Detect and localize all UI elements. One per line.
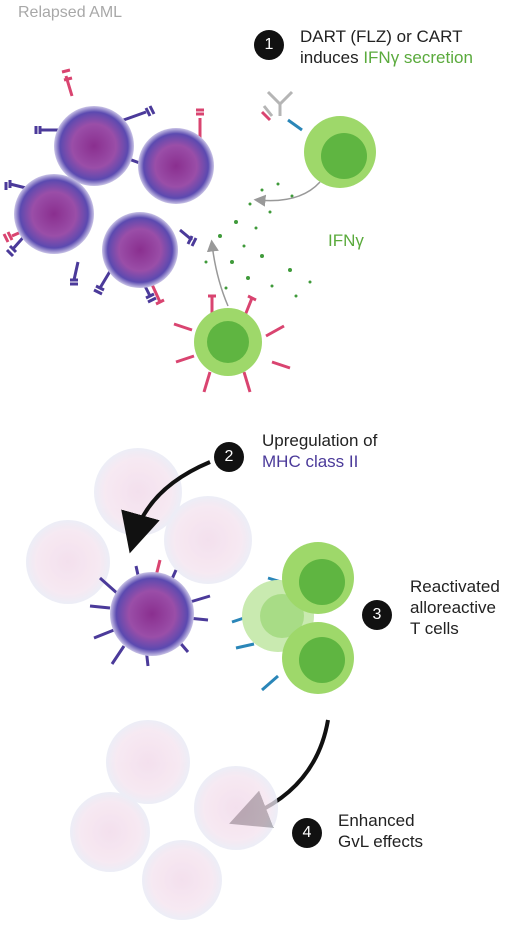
cart-t-cell-bottom xyxy=(173,294,291,393)
step1-badge: 1 xyxy=(254,30,284,60)
step3-badge: 3 xyxy=(362,600,392,630)
step2-badge: 2 xyxy=(214,442,244,472)
step3-line1: Reactivated xyxy=(410,577,500,596)
cart-t-cell-top xyxy=(260,90,376,188)
step3-text: Reactivated alloreactive T cells xyxy=(410,576,500,639)
aml-cell xyxy=(54,106,134,186)
aml-cluster-top xyxy=(2,68,214,306)
alloreactive-t-cells xyxy=(231,542,354,694)
step1-text: DART (FLZ) or CART induces IFNγ secretio… xyxy=(300,26,473,68)
step2-highlight: MHC class II xyxy=(262,452,359,471)
step4-line2: GvL effects xyxy=(338,832,424,851)
aml-cell xyxy=(14,174,94,254)
step2-text: Upregulation of MHC class II xyxy=(262,430,377,472)
step2-arrow xyxy=(121,460,211,554)
step4-line1: Enhanced xyxy=(338,811,415,830)
step2-line1: Upregulation of xyxy=(262,431,378,450)
step1-line2-prefix: induces xyxy=(300,48,364,67)
step1-line2: induces IFNγ secretion xyxy=(300,47,473,68)
secretion-arrow-top xyxy=(253,181,321,207)
ghost-cells-bottom xyxy=(70,720,278,920)
ifn-gamma-label: IFNγ xyxy=(328,231,364,250)
step1-line1: DART (FLZ) or CART xyxy=(300,27,463,46)
step1-highlight: IFNγ secretion xyxy=(363,48,473,67)
aml-cell xyxy=(138,128,214,204)
aml-cell-active xyxy=(89,559,211,667)
step3-line3: T cells xyxy=(410,619,459,638)
secretion-arrow-bottom xyxy=(206,239,229,307)
ifn-gamma-particles xyxy=(204,182,312,298)
ghost-cells-middle xyxy=(26,448,252,604)
step4-text: Enhanced GvL effects xyxy=(338,810,423,852)
diagram-title: Relapsed AML xyxy=(18,4,123,21)
step3-line2: alloreactive xyxy=(410,598,496,617)
bispecific-dart-icon xyxy=(262,90,294,117)
step4-badge: 4 xyxy=(292,818,322,848)
mhc-receptors-top xyxy=(4,105,200,304)
aml-cell xyxy=(102,212,178,288)
